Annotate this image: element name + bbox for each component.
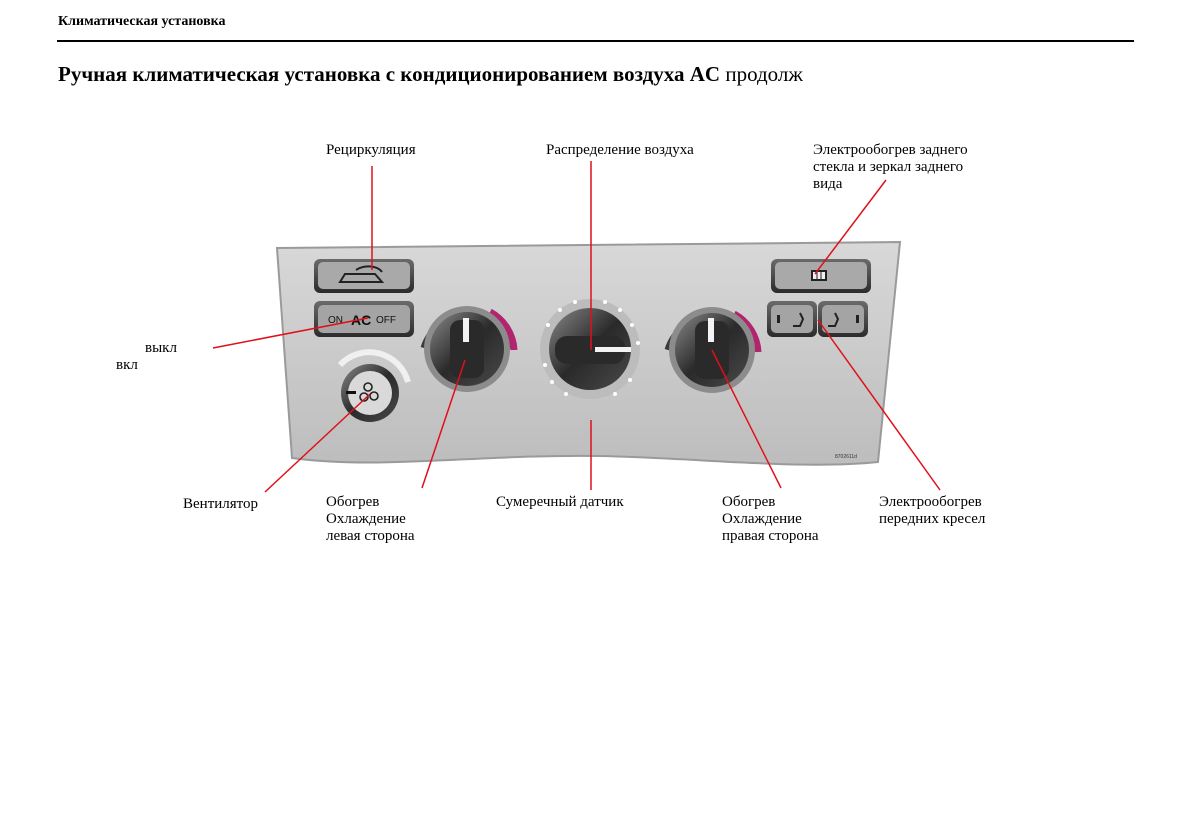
label-recirculation: Рециркуляция bbox=[326, 142, 416, 158]
right-seat-heat-button[interactable] bbox=[818, 301, 868, 337]
callout-line-right bbox=[711, 349, 782, 489]
label-fan: Вентилятор bbox=[183, 496, 259, 512]
page-title: Ручная климатическая установка с кондици… bbox=[58, 62, 803, 87]
page-title-main: Ручная климатическая установка с кондици… bbox=[58, 62, 721, 86]
callout-line-rear-defrost bbox=[814, 179, 887, 275]
callout-line-ac bbox=[212, 317, 369, 349]
section-header: Климатическая установка bbox=[58, 14, 226, 29]
label-left-side: Обогрев Охлаждение левая сторона bbox=[326, 494, 415, 544]
page-title-suffix: продолж bbox=[725, 62, 803, 86]
label-twilight-sensor: Сумеречный датчик bbox=[496, 494, 624, 510]
callout-line-fan bbox=[264, 393, 371, 493]
left-seat-heat-button[interactable] bbox=[767, 301, 817, 337]
heated-seat-icon bbox=[793, 312, 805, 327]
callout-lines bbox=[212, 161, 941, 493]
label-air-distribution: Распределение воздуха bbox=[546, 142, 694, 158]
car-recirculation-icon bbox=[338, 265, 385, 283]
image-code: 8702611d bbox=[835, 454, 857, 460]
heated-seat-icon bbox=[828, 312, 840, 327]
label-rear-defrost: Электрообогрев заднего стекла и зеркал з… bbox=[813, 142, 968, 192]
callout-line-left bbox=[421, 359, 466, 489]
air-distribution-knob[interactable] bbox=[540, 299, 640, 399]
label-on: вкл bbox=[116, 357, 138, 373]
label-seat-heat: Электрообогрев передних кресел bbox=[879, 494, 986, 527]
label-right-side: Обогрев Охлаждение правая сторона bbox=[722, 494, 819, 544]
label-off: выкл bbox=[145, 340, 177, 356]
rear-window-defrost-icon bbox=[811, 270, 827, 281]
ac-off-label: OFF bbox=[376, 315, 396, 326]
fan-icon bbox=[359, 382, 379, 402]
header-rule bbox=[57, 40, 1134, 42]
recirculation-button[interactable] bbox=[314, 259, 414, 293]
callout-line-seat-heat bbox=[817, 319, 941, 491]
ac-on-label: ON bbox=[328, 315, 343, 326]
left-temperature-knob[interactable] bbox=[420, 306, 518, 392]
rear-defrost-button[interactable] bbox=[771, 259, 871, 293]
